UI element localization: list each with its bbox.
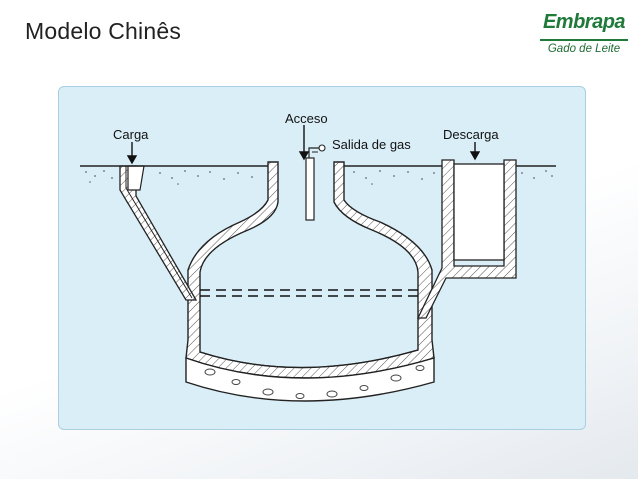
base-slab (185, 357, 435, 402)
base-gravel (204, 365, 425, 399)
logo-subtitle: Gado de Leite (547, 43, 621, 55)
liquid-level (200, 289, 418, 297)
outlet-tank (416, 159, 517, 319)
gas-outlet-pipe (305, 144, 326, 221)
digester-shell (185, 161, 435, 379)
label-salida-gas: Salida de gas (332, 137, 411, 152)
logo-brand-text: Embrapa (542, 11, 626, 33)
inlet-pipe (119, 165, 198, 301)
label-descarga: Descarga (443, 127, 499, 142)
embrapa-logo: Embrapa Gado de Leite (538, 11, 630, 61)
logo-underline (540, 39, 628, 41)
slide-title: Modelo Chinês (25, 18, 182, 44)
label-carga: Carga (113, 127, 149, 142)
label-acceso: Acceso (285, 111, 328, 126)
label-arrows (126, 125, 481, 165)
ground-surface (80, 165, 556, 185)
